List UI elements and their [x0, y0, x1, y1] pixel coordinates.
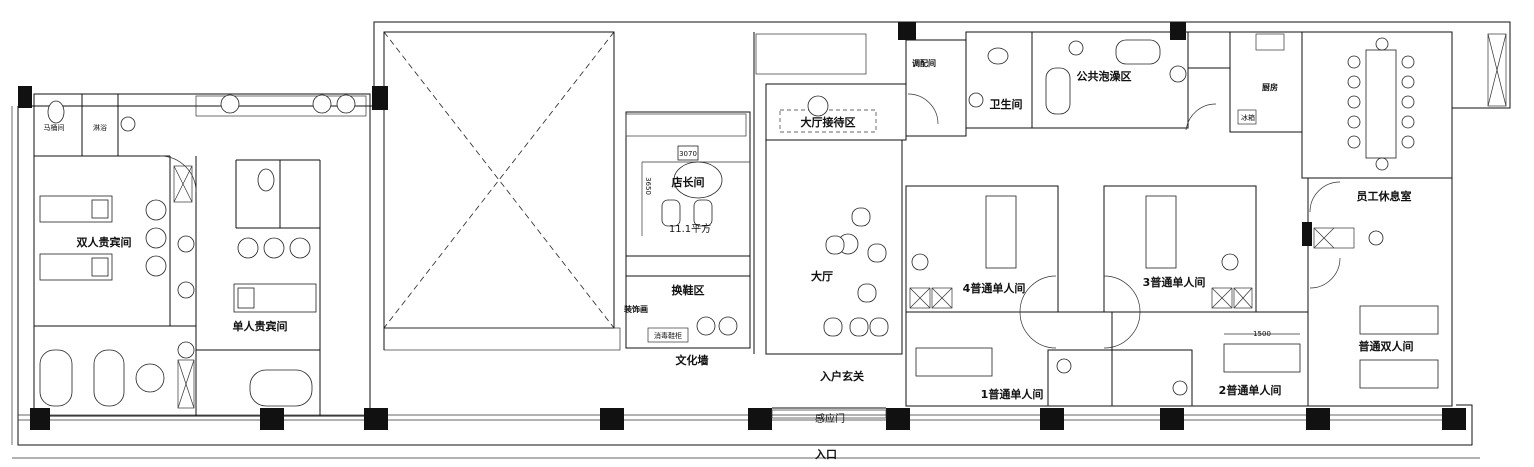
label-shoe-area: 换鞋区 — [672, 283, 705, 297]
utility-zone — [905, 31, 1303, 137]
outer-boundary — [11, 21, 1511, 459]
label-wc: 马桶间 — [44, 123, 65, 132]
label-kitchen: 厨房 — [1262, 82, 1278, 92]
label-culture-wall: 文化墙 — [676, 353, 709, 367]
label-manager-room: 店长间 — [672, 175, 705, 189]
label-manager-dim-h: 3650 — [644, 177, 652, 195]
label-bath-area: 公共泡澡区 — [1077, 69, 1132, 83]
label-entrance: 入口 — [815, 448, 837, 461]
entrance-doors — [159, 93, 1341, 419]
label-manager-dim-w: 3070 — [679, 150, 697, 158]
label-dispense-room: 调配间 — [912, 58, 936, 68]
label-fridge: 冰箱 — [1241, 113, 1255, 122]
label-vip-single: 单人贵宾间 — [233, 319, 288, 333]
label-single-room-2: 2普通单人间 — [1219, 383, 1282, 397]
label-staff-room: 员工休息室 — [1357, 189, 1412, 203]
label-single-room-3: 3普通单人间 — [1143, 275, 1206, 289]
label-single-room-4: 4普通单人间 — [963, 281, 1026, 295]
columns — [18, 22, 1466, 430]
label-sensor-door: 感应门 — [815, 412, 845, 425]
label-lobby: 大厅 — [811, 269, 833, 283]
label-dim-1500: 1500 — [1253, 330, 1271, 338]
label-shoe-cabinet: 消毒鞋柜 — [654, 331, 682, 340]
lobby-zone — [753, 32, 907, 355]
label-shower: 淋浴 — [93, 123, 107, 132]
void-area — [369, 31, 621, 351]
treatment-zone — [905, 177, 1453, 407]
label-toilet-room: 卫生间 — [990, 97, 1023, 111]
label-lobby-reception: 大厅接待区 — [801, 115, 856, 129]
label-manager-area: 11.1平方 — [669, 222, 711, 235]
manager-zone — [625, 111, 751, 349]
label-foyer: 入户玄关 — [820, 369, 864, 383]
label-decor-wall: 装饰画 — [623, 304, 648, 314]
label-single-room-1: 1普通单人间 — [981, 387, 1044, 401]
vip-wing — [33, 93, 371, 417]
label-double-room: 普通双人间 — [1359, 339, 1414, 353]
label-vip-double: 双人贵宾间 — [77, 235, 132, 249]
staff-zone — [1301, 31, 1507, 179]
